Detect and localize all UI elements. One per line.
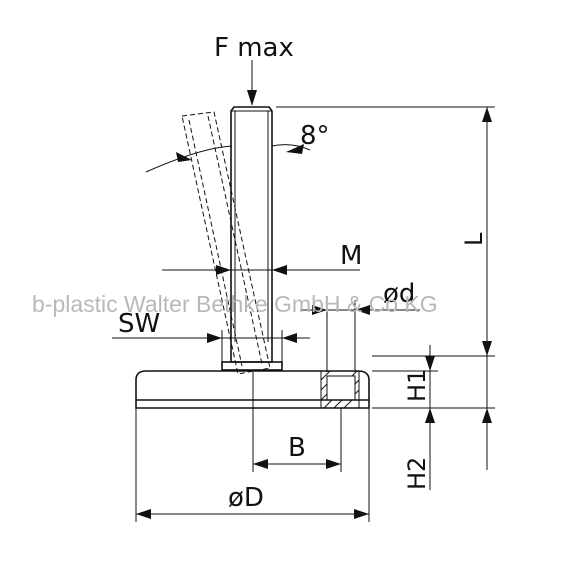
diameter-dimension bbox=[135, 408, 370, 522]
bore-dimension bbox=[300, 300, 420, 372]
wrench-dimension bbox=[112, 330, 310, 362]
wrench-label: SW bbox=[118, 309, 160, 339]
force-arrow bbox=[247, 60, 257, 106]
height1-label: H1 bbox=[403, 369, 431, 402]
hex-collar bbox=[221, 361, 283, 371]
height1-dimension bbox=[372, 345, 438, 490]
offset-label: B bbox=[288, 433, 306, 463]
angle-label: 8° bbox=[300, 121, 330, 151]
watermark-text: b-plastic Walter Bethke GmbH & Co KG bbox=[32, 291, 438, 317]
length-label: L bbox=[460, 232, 488, 246]
thread-label: M bbox=[340, 241, 362, 271]
bolt-shaft bbox=[230, 106, 273, 363]
bore-label: ød bbox=[383, 279, 415, 309]
section-hatching bbox=[320, 370, 360, 409]
offset-dimension bbox=[253, 408, 342, 472]
angle-dimension bbox=[145, 144, 311, 173]
tilted-bolt-outline bbox=[181, 111, 271, 375]
height2-label: H2 bbox=[403, 457, 431, 490]
diameter-label: øD bbox=[228, 483, 264, 513]
thread-dimension bbox=[162, 265, 360, 275]
length-dimension bbox=[276, 106, 495, 470]
force-label: F max bbox=[214, 33, 294, 63]
